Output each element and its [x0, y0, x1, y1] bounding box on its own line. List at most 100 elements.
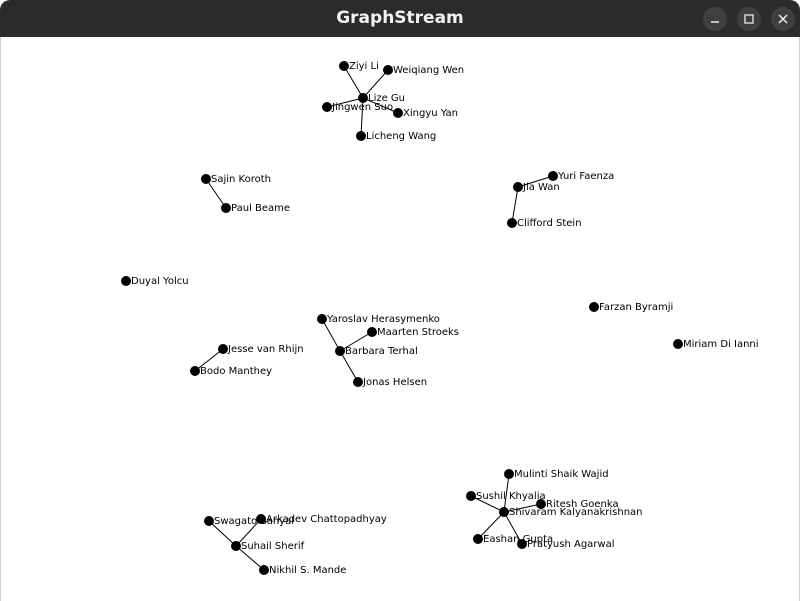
node-dot[interactable] [513, 182, 523, 192]
node-dot[interactable] [589, 302, 599, 312]
graph-edge [503, 473, 510, 513]
node-label: Jingwen Suo [331, 102, 393, 113]
graph-node-ziyi-li[interactable]: Ziyi Li [339, 61, 379, 72]
graph-node-clifford-stein[interactable]: Clifford Stein [507, 218, 582, 229]
node-dot[interactable] [356, 131, 366, 141]
node-label: Sushil Khyalia [476, 491, 546, 502]
graph-node-paul-beame[interactable]: Paul Beame [221, 203, 290, 214]
graph-node-jonas-helsen[interactable]: Jonas Helsen [353, 377, 427, 388]
node-dot[interactable] [221, 203, 231, 213]
maximize-button[interactable] [737, 7, 761, 31]
node-dot[interactable] [367, 327, 377, 337]
graph-node-weiqiang-wen[interactable]: Weiqiang Wen [383, 65, 464, 76]
node-dot[interactable] [499, 507, 509, 517]
graph-node-bodo-manthey[interactable]: Bodo Manthey [190, 366, 272, 377]
graph-node-jingwen-suo[interactable]: Jingwen Suo [322, 102, 393, 113]
graph-edge [477, 511, 505, 540]
graph-edge [362, 97, 399, 114]
node-dot[interactable] [517, 539, 527, 549]
node-dot[interactable] [339, 61, 349, 71]
graph-node-xingyu-yan[interactable]: Xingyu Yan [393, 108, 458, 119]
graph-node-barbara-terhal[interactable]: Barbara Terhal [335, 346, 418, 357]
node-dot[interactable] [317, 314, 327, 324]
node-dot[interactable] [335, 346, 345, 356]
node-label: Nikhil S. Mande [269, 565, 346, 576]
node-label: Ritesh Goenka [546, 499, 619, 510]
node-label: Sajin Koroth [211, 174, 271, 185]
node-dot[interactable] [536, 499, 546, 509]
node-label: Weiqiang Wen [393, 65, 464, 76]
graph-node-shivaram-kalyanakrishnan[interactable]: Shivaram Kalyanakrishnan [499, 507, 643, 518]
graph-edge [343, 65, 364, 99]
node-label: Yaroslav Herasymenko [326, 314, 440, 325]
edges-layer [194, 65, 554, 571]
graph-node-licheng-wang[interactable]: Licheng Wang [356, 131, 436, 142]
node-label: Lize Gu [368, 93, 405, 104]
node-dot[interactable] [256, 514, 266, 524]
graph-node-swagato-sanyal[interactable]: Swagato Sanyal [204, 516, 294, 527]
node-label: Barbara Terhal [345, 346, 418, 357]
node-label: Licheng Wang [366, 131, 436, 142]
graph-node-lize-gu[interactable]: Lize Gu [358, 93, 405, 104]
node-dot[interactable] [358, 93, 368, 103]
node-dot[interactable] [393, 108, 403, 118]
node-label: Paul Beame [231, 203, 290, 214]
graph-edge [511, 186, 519, 224]
node-dot[interactable] [204, 516, 214, 526]
node-dot[interactable] [259, 565, 269, 575]
graph-edge [194, 348, 224, 372]
node-dot[interactable] [322, 102, 332, 112]
node-dot[interactable] [201, 174, 211, 184]
node-dot[interactable] [507, 218, 517, 228]
window-title: GraphStream [336, 8, 464, 28]
node-label: Farzan Byramji [599, 302, 673, 313]
graph-edge [321, 318, 341, 352]
graph-node-yuri-faenza[interactable]: Yuri Faenza [548, 171, 614, 182]
graph-node-sajin-koroth[interactable]: Sajin Koroth [201, 174, 271, 185]
graph-node-jia-wan[interactable]: Jia Wan [513, 182, 560, 193]
node-dot[interactable] [548, 171, 558, 181]
graph-node-miriam-di-ianni[interactable]: Miriam Di Ianni [673, 339, 759, 350]
minimize-button[interactable] [703, 7, 727, 31]
graph-edge [360, 97, 364, 137]
node-label: Duyal Yolcu [131, 276, 189, 287]
node-dot[interactable] [383, 65, 393, 75]
node-dot[interactable] [353, 377, 363, 387]
graph-node-mulinti-shaik-wajid[interactable]: Mulinti Shaik Wajid [504, 469, 609, 480]
graph-edge [205, 178, 227, 209]
node-dot[interactable] [218, 344, 228, 354]
graph-edge [503, 511, 523, 545]
node-label: Clifford Stein [517, 218, 582, 229]
window-titlebar[interactable]: GraphStream [0, 0, 800, 37]
graph-node-jesse-van-rhijn[interactable]: Jesse van Rhijn [218, 344, 304, 355]
graph-node-nikhil-s-mande[interactable]: Nikhil S. Mande [259, 565, 346, 576]
graph-node-arkadev-chattopadhyay[interactable]: Arkadev Chattopadhyay [256, 514, 387, 525]
node-dot[interactable] [466, 491, 476, 501]
node-label: Maarten Stroeks [377, 327, 459, 338]
node-dot[interactable] [190, 366, 200, 376]
close-button[interactable] [771, 7, 795, 31]
graph-node-farzan-byramji[interactable]: Farzan Byramji [589, 302, 673, 313]
graph-node-maarten-stroeks[interactable]: Maarten Stroeks [367, 327, 459, 338]
graph-node-suhail-sherif[interactable]: Suhail Sherif [231, 541, 305, 552]
node-label: Jia Wan [522, 182, 560, 193]
node-dot[interactable] [473, 534, 483, 544]
node-dot[interactable] [673, 339, 683, 349]
graph-node-pratyush-agarwal[interactable]: Pratyush Agarwal [517, 539, 615, 550]
graph-node-duyal-yolcu[interactable]: Duyal Yolcu [121, 276, 189, 287]
node-dot[interactable] [504, 469, 514, 479]
node-label: Bodo Manthey [200, 366, 272, 377]
node-label: Shivaram Kalyanakrishnan [509, 507, 643, 518]
node-label: Suhail Sherif [241, 541, 305, 552]
node-dot[interactable] [231, 541, 241, 551]
graph-edge [208, 520, 237, 547]
node-label: Mulinti Shaik Wajid [514, 469, 609, 480]
graph-node-eashan-gupta[interactable]: Eashan Gupta [473, 534, 553, 545]
graph-node-yaroslav-herasymenko[interactable]: Yaroslav Herasymenko [317, 314, 440, 325]
graph-node-sushil-khyalia[interactable]: Sushil Khyalia [466, 491, 546, 502]
node-dot[interactable] [121, 276, 131, 286]
graph-node-ritesh-goenka[interactable]: Ritesh Goenka [536, 499, 619, 510]
